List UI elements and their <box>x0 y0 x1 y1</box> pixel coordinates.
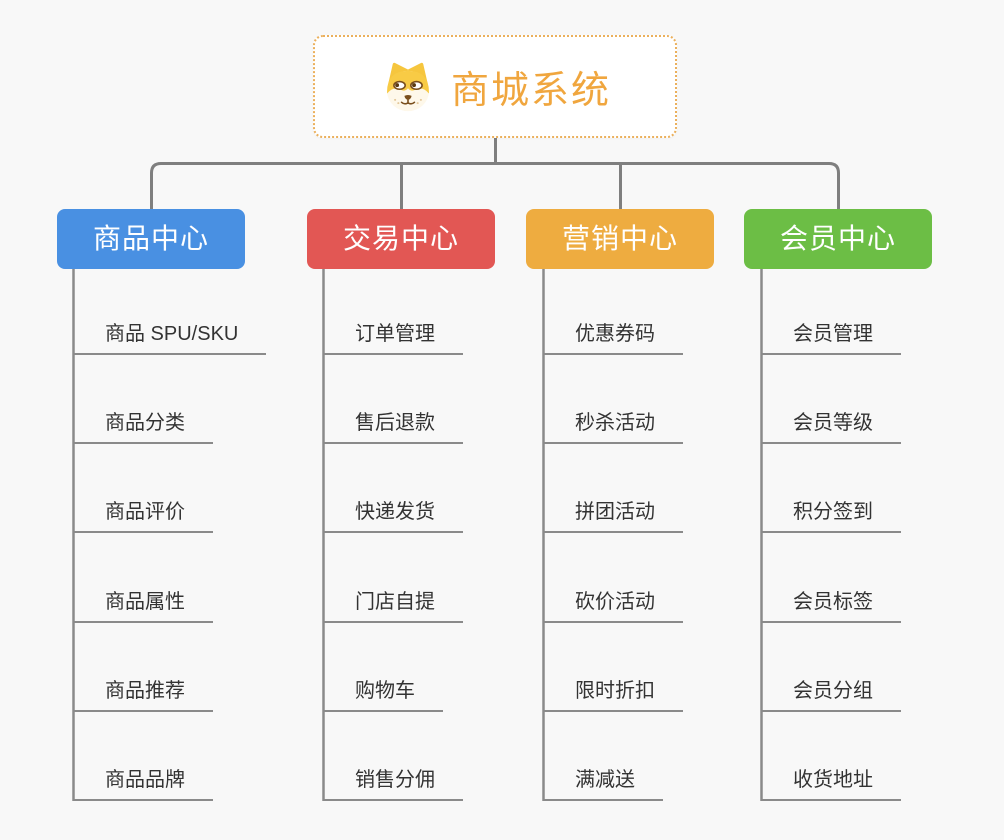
branch-connector-frame <box>150 162 840 209</box>
branch-header-member-center[interactable]: 会员中心 <box>744 209 932 269</box>
dog-face-icon <box>387 62 429 111</box>
leaf-node[interactable]: 商品评价 <box>73 499 213 533</box>
leaf-node[interactable]: 门店自提 <box>323 589 463 623</box>
leaf-node[interactable]: 购物车 <box>323 678 443 712</box>
leaf-node[interactable]: 秒杀活动 <box>543 410 683 444</box>
leaf-node[interactable]: 销售分佣 <box>323 767 463 801</box>
leaf-node[interactable]: 收货地址 <box>761 767 901 801</box>
leaf-node[interactable]: 限时折扣 <box>543 678 683 712</box>
leaf-node[interactable]: 会员分组 <box>761 678 901 712</box>
branch-header-trade-center[interactable]: 交易中心 <box>307 209 495 269</box>
leaf-node[interactable]: 砍价活动 <box>543 589 683 623</box>
leaf-node[interactable]: 快递发货 <box>323 499 463 533</box>
leaf-node[interactable]: 商品分类 <box>73 410 213 444</box>
leaf-node[interactable]: 商品品牌 <box>73 767 213 801</box>
leaf-node[interactable]: 积分签到 <box>761 499 901 533</box>
branch-header-product-center[interactable]: 商品中心 <box>57 209 245 269</box>
leaf-node[interactable]: 会员管理 <box>761 321 901 355</box>
leaf-node[interactable]: 会员标签 <box>761 589 901 623</box>
leaf-node[interactable]: 商品推荐 <box>73 678 213 712</box>
leaf-node[interactable]: 优惠券码 <box>543 321 683 355</box>
root-title: 商城系统 <box>450 70 611 112</box>
leaf-node[interactable]: 商品属性 <box>73 589 213 623</box>
leaf-node[interactable]: 拼团活动 <box>543 499 683 533</box>
root-node[interactable]: 商城系统 <box>313 35 677 138</box>
leaf-node[interactable]: 订单管理 <box>323 321 463 355</box>
leaf-node[interactable]: 满减送 <box>543 767 663 801</box>
branch-header-marketing-center[interactable]: 营销中心 <box>526 209 714 269</box>
leaf-node[interactable]: 商品 SPU/SKU <box>73 321 267 355</box>
leaf-node[interactable]: 售后退款 <box>323 410 463 444</box>
leaf-node[interactable]: 会员等级 <box>761 410 901 444</box>
